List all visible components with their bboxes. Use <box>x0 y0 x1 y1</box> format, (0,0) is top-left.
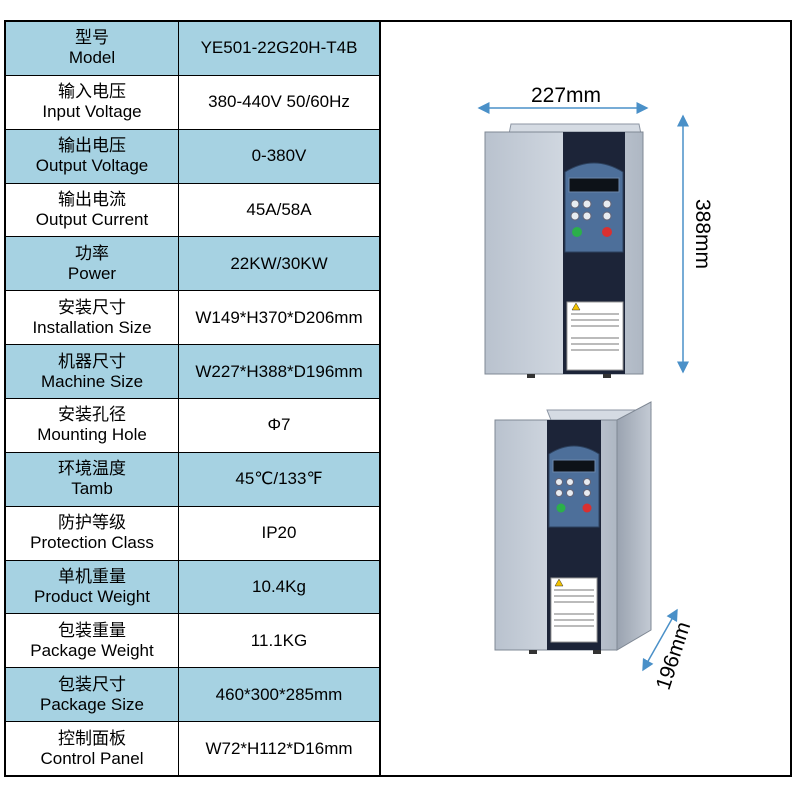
spec-value: Φ7 <box>267 415 291 435</box>
spec-label-cn: 安装尺寸 <box>58 297 126 317</box>
spec-value: 10.4Kg <box>252 577 306 597</box>
spec-label-cn: 输出电压 <box>58 136 126 156</box>
spec-row-output-current: 输出电流 Output Current 45A/58A <box>6 183 379 238</box>
spec-value: 45℃/133℉ <box>235 469 323 489</box>
spec-row-protection-class: 防护等级 Protection Class IP20 <box>6 506 379 561</box>
spec-row-installation-size: 安装尺寸 Installation Size W149*H370*D206mm <box>6 291 379 346</box>
spec-label-cn: 包装重量 <box>58 620 126 640</box>
spec-value: W227*H388*D196mm <box>195 361 363 381</box>
spec-label-en: Product Weight <box>34 587 150 607</box>
spec-label: 包装重量 Package Weight <box>6 614 179 668</box>
spec-label-cn: 功率 <box>75 243 109 263</box>
spec-value: 0-380V <box>251 146 307 166</box>
spec-label-cn: 环境温度 <box>58 459 126 479</box>
spec-label-en: Output Current <box>35 210 149 229</box>
spec-label-en: Model <box>68 48 116 68</box>
spec-label-cn: 输入电压 <box>58 82 126 102</box>
spec-label-en: Output Voltage <box>35 156 149 176</box>
spec-label: 输出电流 Output Current <box>6 183 179 237</box>
spec-label: 安装孔径 Mounting Hole <box>6 399 179 452</box>
spec-label-en: Machine Size <box>40 371 144 391</box>
spec-label-cn: 控制面板 <box>58 728 126 748</box>
spec-row-power: 功率 Power 22KW/30KW <box>6 237 379 292</box>
perspective-unit <box>494 401 652 654</box>
spec-label-cn: 型号 <box>75 28 109 48</box>
spec-label-en: Tamb <box>71 479 113 499</box>
spec-value: 460*300*285mm <box>215 684 343 704</box>
spec-label: 控制面板 Control Panel <box>6 722 179 776</box>
spec-label-cn: 输出电流 <box>58 190 126 209</box>
spec-value: 11.1KG <box>250 630 308 650</box>
spec-label-en: Protection Class <box>30 533 154 553</box>
spec-label: 输出电压 Output Voltage <box>6 129 179 183</box>
spec-value: YE501-22G20H-T4B <box>200 38 358 58</box>
spec-row-mounting-hole: 安装孔径 Mounting Hole Φ7 <box>6 399 379 453</box>
spec-label-cn: 防护等级 <box>58 513 126 533</box>
spec-label-cn: 包装尺寸 <box>58 674 126 694</box>
spec-label-en: Control Panel <box>40 748 144 768</box>
width-dimension-label: 227mm <box>531 84 602 107</box>
spec-row-tamb: 环境温度 Tamb 45℃/133℉ <box>6 452 379 507</box>
spec-label: 机器尺寸 Machine Size <box>6 345 179 399</box>
spec-label: 型号 Model <box>6 22 179 75</box>
spec-row-control-panel: 控制面板 Control Panel W72*H112*D16mm <box>6 722 379 776</box>
product-image-panel: 227mm 388mm 196mm <box>381 20 792 777</box>
spec-label: 功率 Power <box>6 237 179 291</box>
spec-label-en: Input Voltage <box>42 102 142 122</box>
spec-row-output-voltage: 输出电压 Output Voltage 0-380V <box>6 129 379 184</box>
spec-label-en: Power <box>67 263 117 283</box>
spec-value: 45A/58A <box>246 200 312 219</box>
spec-value: 380-440V 50/60Hz <box>208 92 350 112</box>
spec-row-package-size: 包装尺寸 Package Size 460*300*285mm <box>6 668 379 723</box>
spec-label: 单机重量 Product Weight <box>6 560 179 614</box>
front-unit <box>484 123 644 378</box>
spec-value: W72*H112*D16mm <box>205 738 353 758</box>
spec-label: 输入电压 Input Voltage <box>6 75 179 129</box>
spec-row-machine-size: 机器尺寸 Machine Size W227*H388*D196mm <box>6 345 379 400</box>
spec-row-model: 型号 Model YE501-22G20H-T4B <box>6 22 379 76</box>
spec-label: 防护等级 Protection Class <box>6 506 179 560</box>
depth-dimension-arrow <box>642 608 678 672</box>
spec-label: 环境温度 Tamb <box>6 452 179 506</box>
spec-label-en: Package Weight <box>30 640 154 660</box>
spec-label-en: Installation Size <box>32 317 152 337</box>
spec-label-cn: 单机重量 <box>58 567 126 587</box>
spec-value: IP20 <box>261 523 297 543</box>
height-dimension-label: 388mm <box>691 198 715 270</box>
spec-label-en: Package Size <box>40 694 144 714</box>
spec-label: 安装尺寸 Installation Size <box>6 291 179 345</box>
spec-value: W149*H370*D206mm <box>195 307 363 327</box>
spec-value: 22KW/30KW <box>230 253 328 273</box>
spec-row-package-weight: 包装重量 Package Weight 11.1KG <box>6 614 379 669</box>
spec-label: 包装尺寸 Package Size <box>6 668 179 722</box>
spec-label-cn: 安装孔径 <box>58 405 126 425</box>
spec-label-cn: 机器尺寸 <box>58 351 126 371</box>
spec-table: 型号 Model YE501-22G20H-T4B 输入电压 Input Vol… <box>4 20 381 777</box>
spec-label-en: Mounting Hole <box>37 425 147 445</box>
spec-row-product-weight: 单机重量 Product Weight 10.4Kg <box>6 560 379 615</box>
spec-row-input-voltage: 输入电压 Input Voltage 380-440V 50/60Hz <box>6 75 379 130</box>
inverter-front-view <box>477 102 689 672</box>
